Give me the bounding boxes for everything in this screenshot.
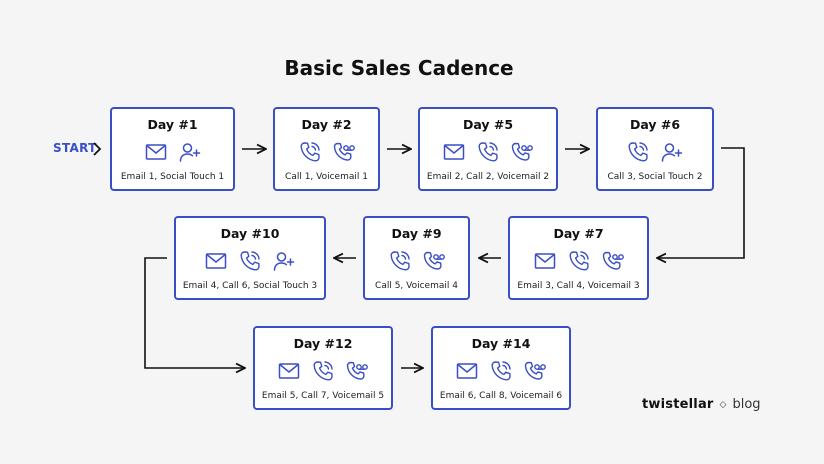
add-user-icon (660, 140, 684, 164)
step-icons (112, 140, 233, 164)
step-day-label: Day #12 (293, 336, 353, 351)
step-day-label: Day #2 (301, 117, 352, 132)
phone-icon (567, 249, 591, 273)
start-chevron (93, 142, 102, 156)
diamond-icon: ◇ (719, 399, 727, 410)
step-card-day-7: Day #7 Email 3, Call 4, Voicemail 3 (508, 216, 649, 300)
step-icons (365, 249, 468, 273)
step-card-day-6: Day #6 Call 3, Social Touch 2 (596, 107, 714, 191)
phone-icon (626, 140, 650, 164)
add-user-icon (272, 249, 296, 273)
step-card-day-1: Day #1 Email 1, Social Touch 1 (110, 107, 235, 191)
step-icons (255, 359, 391, 383)
voicemail-icon (332, 140, 356, 164)
step-card-day-9: Day #9 Call 5, Voicemail 4 (363, 216, 470, 300)
step-day-label: Day #7 (553, 226, 604, 241)
arrow-day10-day12 (144, 257, 245, 368)
start-label: START (53, 141, 97, 155)
email-icon (144, 140, 168, 164)
step-day-label: Day #1 (147, 117, 198, 132)
step-icons (433, 359, 569, 383)
voicemail-icon (523, 359, 547, 383)
step-description: Email 5, Call 7, Voicemail 5 (261, 391, 385, 401)
email-icon (442, 140, 466, 164)
brand-name: twistellar (642, 397, 714, 412)
email-icon (277, 359, 301, 383)
step-description: Email 2, Call 2, Voicemail 2 (426, 172, 550, 182)
step-day-label: Day #5 (462, 117, 514, 132)
brand-logo: twistellar ◇ blog (642, 397, 761, 412)
step-icons (275, 140, 378, 164)
add-user-icon (178, 140, 202, 164)
step-icons (176, 249, 324, 273)
arrow-day6-day7 (657, 147, 745, 258)
brand-suffix: blog (732, 397, 761, 412)
email-icon (533, 249, 557, 273)
step-description: Call 1, Voicemail 1 (285, 172, 368, 182)
step-card-day-5: Day #5 Email 2, Call 2, Voicemail 2 (418, 107, 558, 191)
voicemail-icon (510, 140, 534, 164)
step-icons (420, 140, 556, 164)
voicemail-icon (601, 249, 625, 273)
phone-icon (489, 359, 513, 383)
step-description: Email 1, Social Touch 1 (120, 172, 225, 182)
step-description: Call 3, Social Touch 2 (607, 172, 703, 182)
step-icons (510, 249, 647, 273)
voicemail-icon (345, 359, 369, 383)
step-day-label: Day #14 (471, 336, 531, 351)
step-card-day-14: Day #14 Email 6, Call 8, Voicemail 6 (431, 326, 571, 410)
step-description: Email 4, Call 6, Social Touch 3 (182, 281, 318, 291)
diagram-title: Basic Sales Cadence (284, 56, 514, 80)
step-description: Email 3, Call 4, Voicemail 3 (517, 281, 640, 291)
email-icon (204, 249, 228, 273)
voicemail-icon (422, 249, 446, 273)
phone-icon (298, 140, 322, 164)
phone-icon (311, 359, 335, 383)
phone-icon (238, 249, 262, 273)
step-card-day-10: Day #10 Email 4, Call 6, Social Touch 3 (174, 216, 326, 300)
email-icon (455, 359, 479, 383)
phone-icon (476, 140, 500, 164)
step-description: Email 6, Call 8, Voicemail 6 (439, 391, 563, 401)
step-day-label: Day #9 (391, 226, 442, 241)
step-card-day-2: Day #2 Call 1, Voicemail 1 (273, 107, 380, 191)
step-card-day-12: Day #12 Email 5, Call 7, Voicemail 5 (253, 326, 393, 410)
step-day-label: Day #6 (629, 117, 681, 132)
step-day-label: Day #10 (220, 226, 280, 241)
step-icons (598, 140, 712, 164)
step-description: Call 5, Voicemail 4 (375, 281, 458, 291)
phone-icon (388, 249, 412, 273)
